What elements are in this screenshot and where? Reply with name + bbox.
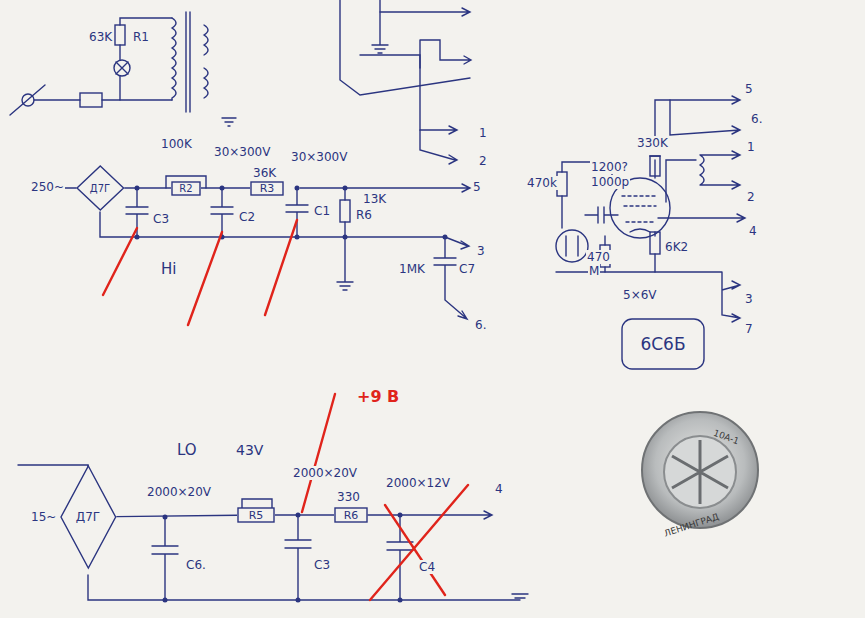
component-label: C3 [313,558,331,572]
component-label: C4 [418,560,436,574]
component-label: Hi [160,262,177,276]
wire [116,515,237,516]
component-label: 4 [494,482,504,496]
node-text: R6 [344,509,359,522]
component-label: 250~ [30,180,65,194]
component-label: 2000×12V [385,476,451,490]
node-text: R2 [179,183,192,194]
component-label: 4 [748,224,758,238]
component-label: 2 [746,190,756,204]
component-label: R1 [132,30,150,44]
component-label: 6K2 [664,240,689,254]
component-label: 30×300V [213,145,271,159]
component-label: +9 B [356,388,400,406]
component-label: 330K [636,136,669,150]
component-label: M [588,264,600,278]
component-label: 1 [746,140,756,154]
node-text: R3 [260,182,275,195]
component-label: 6. [750,112,763,126]
component-label: 63K [88,30,113,44]
component-label: C2 [238,210,256,224]
component-label: 1 [478,126,488,140]
component-label: 1MK [398,262,426,276]
component-label: 330 [336,490,361,504]
component-label: 100K [160,137,193,151]
component-label: 3 [744,292,754,306]
component-label: 5 [744,82,754,96]
wire [275,515,334,516]
component-label: 470 [586,250,611,264]
component-label: 6. [474,318,487,332]
wire [201,188,250,189]
component-label: C3 [152,212,170,226]
resistor-symbol: R2 [171,181,201,196]
component-label: 43V [235,443,264,457]
component-label: 13K [362,192,387,206]
component-label: 2000×20V [292,466,358,480]
component-label: 2 [478,154,488,168]
component-label: 5 [472,180,482,194]
component-label: 7 [744,322,754,336]
component-label: 3 [476,244,486,258]
component-label: 30×300V [290,150,348,164]
node-text: 6С6Б [640,334,685,354]
component-label: C7 [458,262,476,276]
component-label: 1200? [590,160,629,174]
node-text: Д7Г [90,183,110,194]
tube-label-box: 6С6Б [621,318,705,370]
resistor-symbol: R5 [237,507,275,523]
wire [124,188,171,189]
diode-bridge: Д7Г [76,165,125,211]
component-label: C6. [185,558,207,572]
component-label: C1 [313,204,331,218]
component-label: 36K [252,166,277,180]
diode-bridge: Д7Г [60,465,117,569]
component-label: 470k [526,176,558,190]
component-label: 5×6V [622,288,658,302]
component-label: 2000×20V [146,485,212,499]
resistor-symbol: R3 [250,181,284,196]
node-text: R5 [249,509,264,522]
component-label: 15~ [30,510,57,524]
component-label: LO [176,443,198,457]
resistor-symbol: R6 [334,507,368,523]
node-text: Д7Г [76,510,100,524]
component-label: 1000p [590,175,630,189]
component-label: R6 [355,208,373,222]
